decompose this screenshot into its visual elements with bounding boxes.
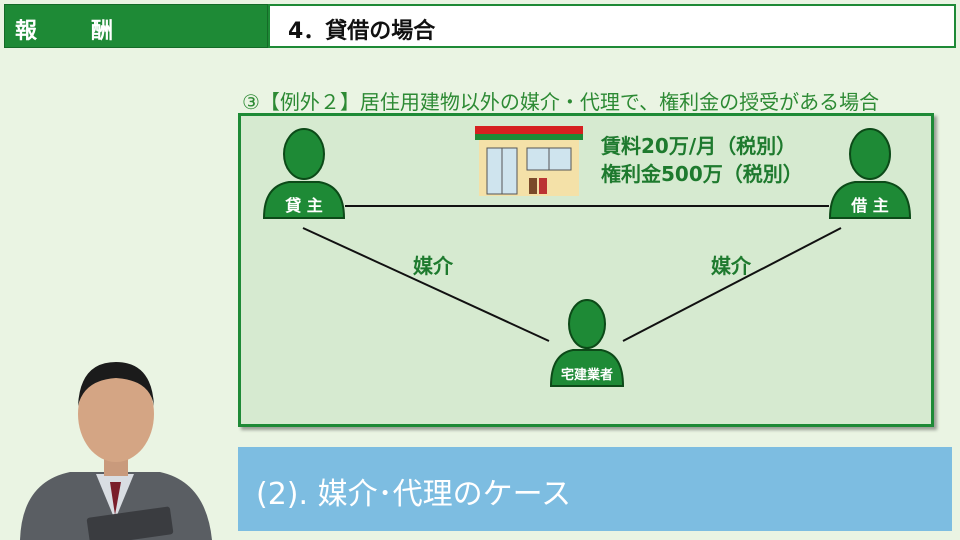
lessor-figure: 貸 主 — [261, 126, 347, 220]
person-icon — [828, 128, 912, 219]
broker-label: 宅建業者 — [560, 368, 613, 383]
broker-line-left — [302, 227, 550, 342]
key-money-amount: 権利金500万（税別） — [601, 162, 803, 186]
person-icon — [549, 299, 625, 387]
subtopic-banner: (2). 媒介･代理のケース — [238, 447, 952, 531]
section-tag: 報 酬 — [4, 4, 268, 48]
person-icon — [262, 128, 346, 219]
section-label: 報 酬 — [15, 19, 130, 44]
presenter-video — [20, 362, 212, 540]
relation-lines — [302, 205, 842, 342]
store-icon — [475, 126, 583, 196]
title-tag: 4．貸借の場合 — [268, 4, 956, 48]
broker-figure: 宅建業者 — [549, 296, 625, 388]
rent-amount: 賃料20万/月（税別） — [601, 134, 797, 158]
page-title: 4．貸借の場合 — [288, 19, 436, 44]
lessee-figure: 借 主 — [827, 126, 913, 220]
case-title: ③【例外２】居住用建物以外の媒介・代理で、権利金の授受がある場合 — [242, 90, 880, 114]
lessor-label: 貸 主 — [285, 196, 323, 215]
broker-line-right — [622, 227, 842, 342]
relation-left-label: 媒介 — [413, 254, 453, 278]
diagram-panel: 貸 主 借 主 宅建業者 賃料20万/月（税別） 権利金500万（税別） 媒介 … — [238, 113, 934, 427]
relation-right-label: 媒介 — [711, 254, 751, 278]
rent-info: 賃料20万/月（税別） 権利金500万（税別） — [601, 132, 803, 188]
banner-text: (2). 媒介･代理のケース — [256, 477, 572, 512]
header-bar: 報 酬 4．貸借の場合 — [0, 0, 960, 52]
lessee-label: 借 主 — [851, 196, 889, 215]
